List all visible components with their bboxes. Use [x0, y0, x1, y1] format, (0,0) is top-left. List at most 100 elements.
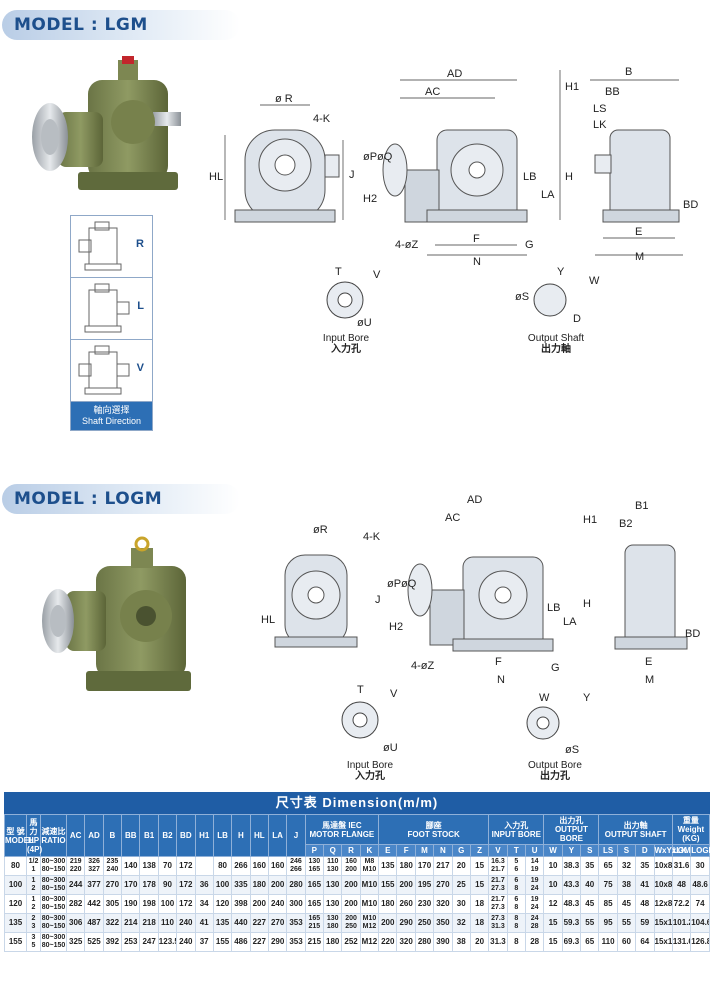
cell-h1 — [194, 856, 214, 876]
cell-bd: 172 — [176, 875, 196, 895]
ob2-w: W — [539, 692, 550, 704]
cell-la: 240 — [267, 894, 288, 914]
cell-j: 353 — [286, 913, 306, 933]
shaft-direction-v[interactable]: V — [71, 340, 152, 402]
cell-s2: 45 — [616, 894, 637, 914]
subheader-r: R — [341, 844, 361, 857]
cell-s: 65 — [580, 932, 600, 952]
cell-bb: 190 — [121, 894, 141, 914]
dim2-e: E — [645, 656, 652, 668]
cell-m: 230 — [414, 894, 435, 914]
cell-b1: 218 — [139, 913, 159, 933]
cell-hl: 227 — [249, 932, 269, 952]
header-h: H — [231, 814, 251, 857]
cell-h: 398 — [231, 894, 251, 914]
cell-lb: 120 — [212, 894, 233, 914]
cell-w: 15 — [543, 913, 563, 933]
cell-lgm: 48 — [671, 875, 692, 895]
header-bb: BB — [121, 814, 141, 857]
header-lb: LB — [212, 814, 233, 857]
cell-n: 217 — [433, 856, 453, 876]
cell-n: 350 — [433, 913, 453, 933]
subheader-ls: LS — [598, 844, 618, 857]
cell-w: 10 — [543, 875, 563, 895]
dim2-h2: H2 — [389, 621, 403, 633]
cell-model: 100 — [4, 875, 27, 895]
dim-lb: LB — [523, 171, 536, 183]
dim-m: M — [635, 251, 644, 263]
cell-w: 12 — [543, 894, 563, 914]
subheader-e: E — [378, 844, 398, 857]
subheader-w: W — [543, 844, 563, 857]
dim2-p: øP — [387, 578, 401, 590]
shaft-direction-l[interactable]: L — [71, 278, 152, 340]
dim2-q: øQ — [401, 578, 417, 590]
cell-f: 180 — [396, 856, 416, 876]
subheader-wxyxlk: WxYxLK — [653, 844, 687, 857]
cell-e: 180 — [378, 894, 398, 914]
cell-q: 180 — [323, 932, 343, 952]
cell-hl: 180 — [249, 875, 269, 895]
dim2-r: øR — [313, 524, 328, 536]
subheader-f: F — [396, 844, 416, 857]
shaft-direction-box: R L V 軸向選擇 Shaft Direction — [70, 215, 153, 431]
cell-lgm: 131.6 — [671, 932, 692, 952]
cell-y: 59.3 — [561, 913, 582, 933]
subheader-s: S — [616, 844, 637, 857]
cell-w: 15 — [543, 932, 563, 952]
cell-hl: 227 — [249, 913, 269, 933]
cell-e: 135 — [378, 856, 398, 876]
cell-la: 290 — [267, 932, 288, 952]
cell-s: 45 — [580, 894, 600, 914]
lgm-gearbox-photo — [32, 56, 181, 190]
dim-j: J — [349, 169, 355, 181]
subheader-k: K — [359, 844, 380, 857]
cell-model: 155 — [4, 932, 27, 952]
cell-bb: 170 — [121, 875, 141, 895]
dim-q: øQ — [377, 151, 393, 163]
cell-e: 200 — [378, 913, 398, 933]
dim-g: G — [525, 239, 534, 251]
cell-y: 43.3 — [561, 875, 582, 895]
cell-model: 120 — [4, 894, 27, 914]
cell-s: 35 — [580, 856, 600, 876]
header-b2: B2 — [157, 814, 178, 857]
ib-v: V — [373, 269, 381, 281]
cell-d: 64 — [635, 932, 655, 952]
dim2-hl: HL — [261, 614, 275, 626]
cell-s2: 60 — [616, 932, 637, 952]
cell-f: 290 — [396, 913, 416, 933]
subheader-z: Z — [469, 844, 490, 857]
dim2-ac: AC — [445, 512, 460, 524]
ib2-t: T — [357, 684, 364, 696]
cell-g: 32 — [451, 913, 471, 933]
cell-n: 320 — [433, 894, 453, 914]
gear-l-sketch-icon — [84, 283, 130, 333]
cell-h: 486 — [231, 932, 251, 952]
cell-ad: 525 — [84, 932, 104, 952]
ib-u: øU — [357, 317, 372, 329]
shaft-direction-r[interactable]: R — [71, 216, 152, 278]
cell-s2: 38 — [616, 875, 637, 895]
cell-b1: 247 — [139, 932, 159, 952]
cell-ad: 487 — [84, 913, 104, 933]
cell-d: 48 — [635, 894, 655, 914]
cell-d: 41 — [635, 875, 655, 895]
cell-lb: 80 — [212, 856, 233, 876]
cell-wylk: 10x8x60 — [653, 856, 673, 876]
cell-lb: 135 — [212, 913, 233, 933]
cell-wylk: 12x8x80 — [653, 894, 673, 914]
